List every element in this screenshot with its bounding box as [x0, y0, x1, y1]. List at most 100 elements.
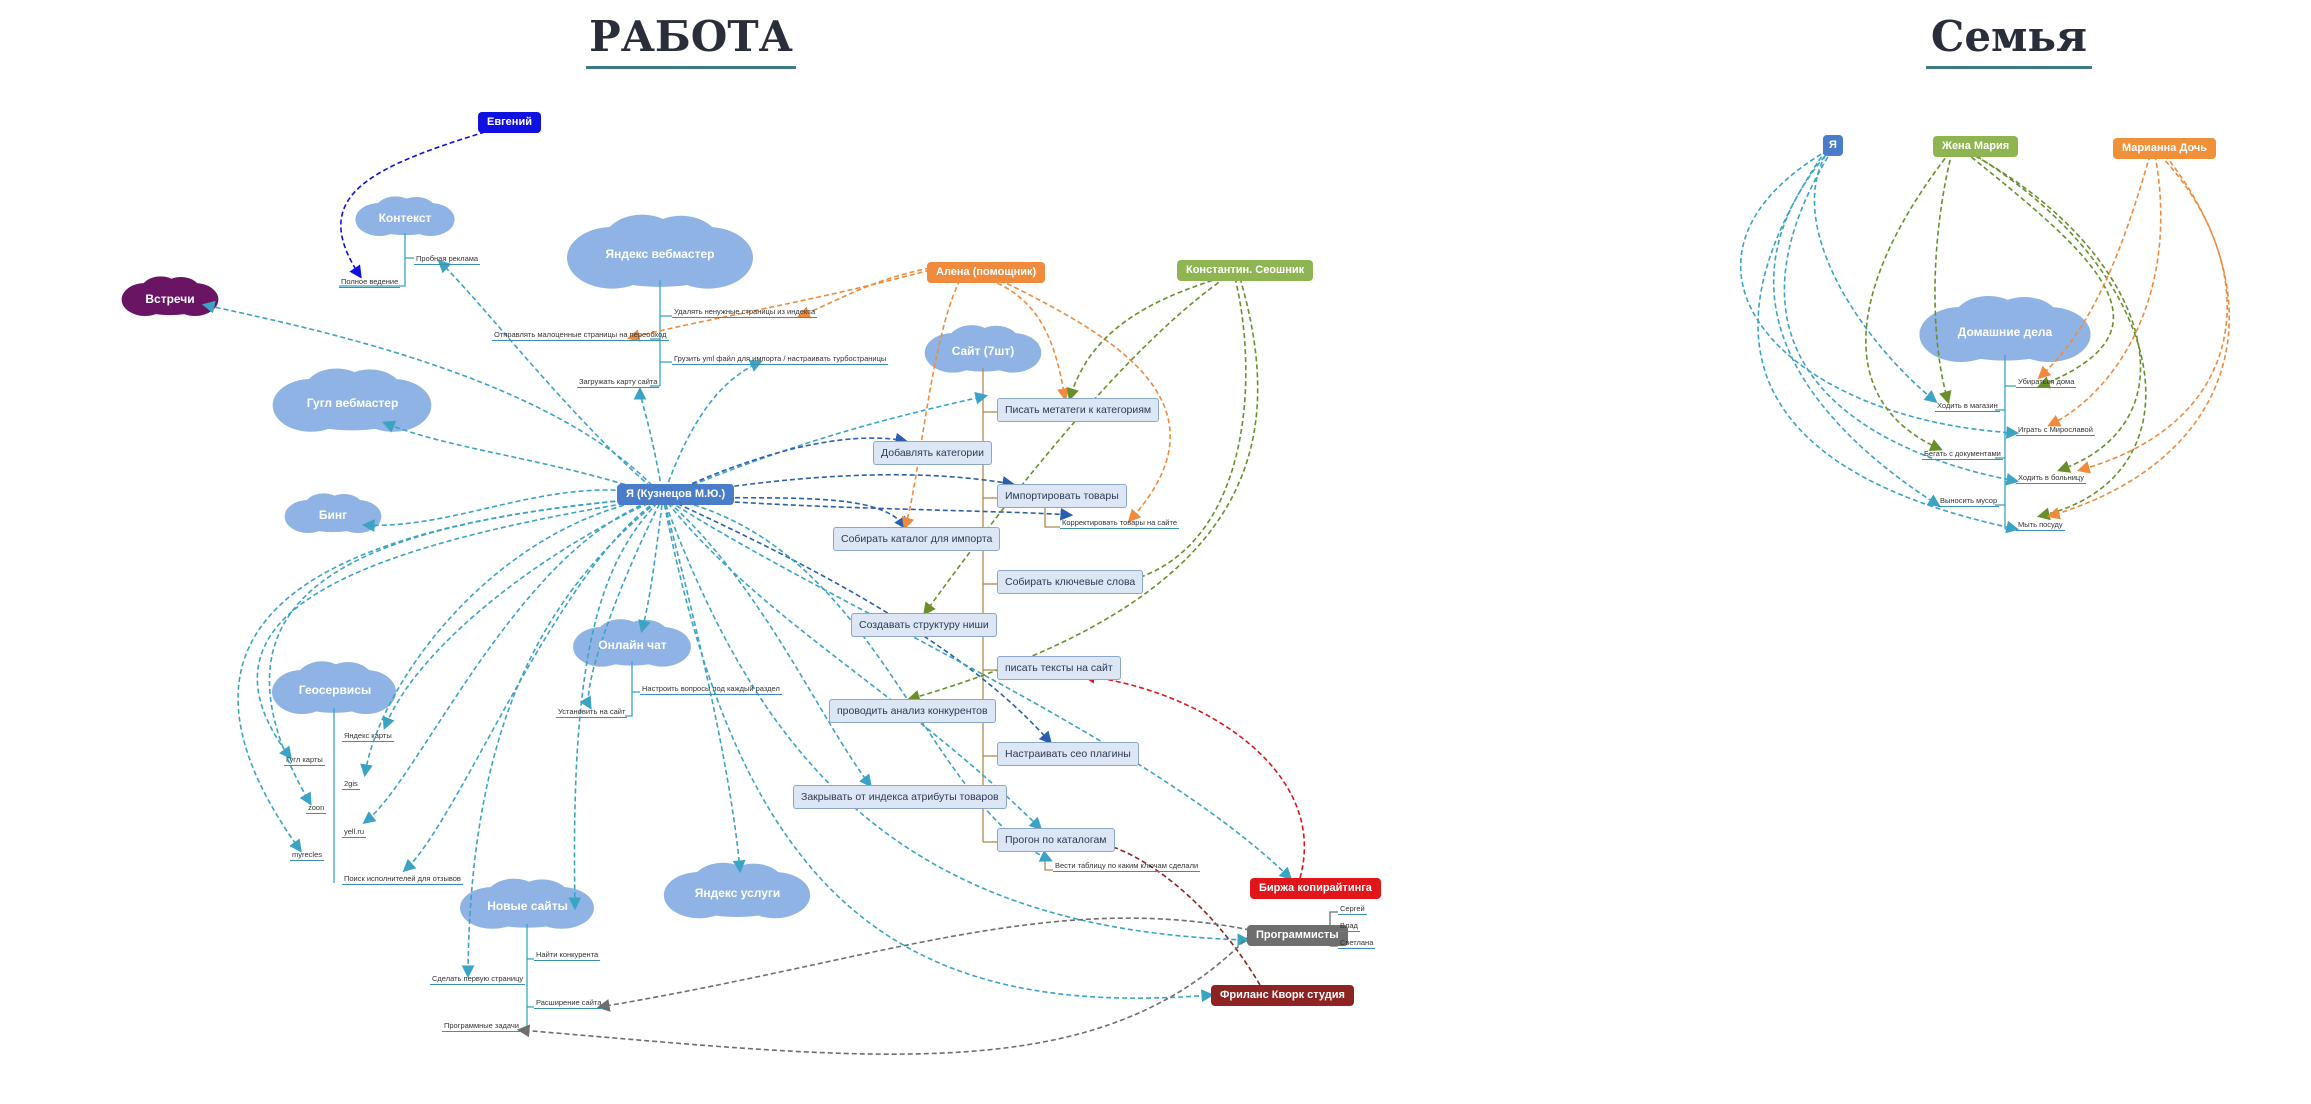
leaf-context-full[interactable]: Полное ведение	[339, 277, 401, 288]
link-me-birzha	[662, 496, 1293, 881]
link-fam-me-play	[1740, 149, 2020, 439]
link-alena-correct	[999, 279, 1171, 523]
task-import-products[interactable]: Импортировать товары	[997, 484, 1127, 508]
cloud-home-tasks[interactable]: Домашние дела	[1957, 325, 2053, 339]
leaf-context-trial[interactable]: Пробная реклама	[414, 254, 481, 265]
cloud-shape-online-chat	[573, 619, 691, 667]
link-alena-recrawl	[626, 269, 931, 342]
link-alena-catalog	[901, 279, 961, 531]
leaf-home-trash[interactable]: Выносить мусор	[1938, 496, 2000, 507]
link-konst-analysis	[906, 277, 1259, 703]
leaf-new-competitor[interactable]: Найти конкурента	[534, 950, 601, 961]
leaf-new-expand[interactable]: Расширение сайта	[534, 998, 604, 1009]
link-me-seo	[662, 496, 1053, 745]
task-keywords[interactable]: Собирать ключевые слова	[997, 570, 1144, 594]
leaf-new-first-page[interactable]: Сделать первую страницу	[430, 974, 526, 985]
link-fam-daughter-hospital	[2076, 154, 2228, 474]
link-me-add-categories	[662, 432, 909, 498]
leaf-home-clean[interactable]: Убираться дома	[2016, 377, 2077, 388]
link-fam-wife-dishes	[1969, 151, 2147, 521]
cloud-shape-google-webmaster	[272, 368, 432, 432]
leaf-home-dishes[interactable]: Мыть посуду	[2016, 520, 2065, 531]
node-evgeny[interactable]: Евгений	[478, 112, 541, 133]
link-fam-wife-clean	[1964, 151, 2115, 389]
link-fam-me-hospital	[1783, 149, 2020, 486]
link-konst-meta	[1066, 277, 1221, 402]
task-niche-structure[interactable]: Создавать структуру ниши	[851, 613, 997, 637]
cloud-geoservices[interactable]: Геосервисы	[298, 683, 372, 697]
node-wife[interactable]: Жена Мария	[1933, 136, 2019, 157]
leaf-home-play[interactable]: Играть с Мирославой	[2016, 425, 2095, 436]
task-hide-attributes[interactable]: Закрывать от индекса атрибуты товаров	[793, 785, 1007, 809]
cloud-site[interactable]: Сайт (7шт)	[951, 344, 1015, 358]
leaf-geo-google[interactable]: Гугл карты	[284, 755, 325, 766]
title-work-underline	[586, 66, 796, 69]
leaf-ywm-recrawl[interactable]: Отправлять малоценные страницы на переоб…	[492, 330, 669, 341]
link-fam-daughter-dishes	[2046, 154, 2231, 520]
leaf-programmer-sergey[interactable]: Сергей	[1338, 904, 1367, 915]
link-me-yell	[362, 496, 664, 824]
link-fam-wife-shop	[1934, 151, 1953, 405]
node-center-me[interactable]: Я (Кузнецов М.Ю.)	[617, 484, 735, 505]
leaf-home-shop[interactable]: Ходить в магазин	[1935, 401, 2000, 412]
cloud-bing[interactable]: Бинг	[318, 508, 348, 522]
leaf-chat-questions[interactable]: Настроить вопросы под каждый раздел	[640, 684, 782, 695]
leaf-site-correct-products[interactable]: Корректировать товары на сайте	[1060, 518, 1179, 529]
link-fam-me-shop	[1813, 147, 1938, 404]
task-add-categories[interactable]: Добавлять категории	[873, 441, 993, 465]
cloud-yandex-webmaster[interactable]: Яндекс вебмастер	[605, 247, 715, 261]
node-freelance[interactable]: Фриланс Кворк студия	[1211, 985, 1354, 1006]
link-me-reviewers	[402, 496, 664, 873]
link-me-yml	[662, 360, 763, 498]
trunk-chat	[625, 661, 633, 717]
cloud-yandex-services[interactable]: Яндекс услуги	[694, 886, 781, 900]
trunk-site-leaf-b	[1044, 849, 1053, 871]
leaf-geo-reviewers[interactable]: Поиск исполнителей для отзывов	[342, 874, 463, 885]
node-daughter[interactable]: Марианна Дочь	[2113, 138, 2217, 159]
title-family-underline	[1926, 66, 2092, 69]
cloud-shape-yandex-services	[663, 862, 811, 919]
link-fam-me-trash	[1772, 149, 1941, 507]
task-meta-tags[interactable]: Писать метатеги к категориям	[997, 398, 1160, 422]
node-konstantin[interactable]: Константин. Сеошник	[1177, 260, 1314, 281]
link-konst-keywords	[1111, 277, 1247, 589]
cloud-meetings[interactable]: Встречи	[145, 292, 195, 306]
node-alena[interactable]: Алена (помощник)	[927, 262, 1046, 283]
cloud-google-webmaster[interactable]: Гугл вебмастер	[306, 396, 399, 410]
link-me-first-page	[461, 496, 664, 979]
leaf-home-documents[interactable]: Бегать с документами	[1922, 449, 2003, 460]
cloud-context[interactable]: Контекст	[378, 211, 432, 225]
leaf-geo-2gis[interactable]: 2gis	[342, 779, 360, 790]
node-family-me[interactable]: Я	[1823, 135, 1843, 156]
leaf-geo-yandex[interactable]: Яндекс карты	[342, 731, 394, 742]
node-birzha[interactable]: Биржа копирайтинга	[1250, 878, 1381, 899]
task-competitor-analysis[interactable]: проводить анализ конкурентов	[829, 699, 996, 723]
cloud-new-sites[interactable]: Новые сайты	[487, 899, 568, 913]
leaf-geo-zoon[interactable]: zoon	[306, 803, 327, 814]
leaf-site-keys-table[interactable]: Вести таблицу по каким ключам сделали	[1053, 861, 1201, 872]
task-seo-plugins[interactable]: Настраивать сео плагины	[997, 742, 1139, 766]
task-catalog-import[interactable]: Собирать каталог для импорта	[833, 527, 1001, 551]
node-programmers[interactable]: Программисты	[1247, 925, 1348, 946]
leaf-geo-myrecles[interactable]: myrecles	[290, 850, 325, 861]
link-alena-meta	[989, 279, 1070, 402]
leaf-new-program-tasks[interactable]: Программные задачи	[442, 1021, 521, 1032]
link-fam-wife-documents	[1865, 151, 1951, 451]
leaf-programmer-vlad[interactable]: Влад	[1338, 921, 1360, 932]
leaf-ywm-yml[interactable]: Грузить yml файл для импорта / настраива…	[672, 354, 889, 365]
title-work: РАБОТА	[589, 12, 793, 61]
leaf-chat-install[interactable]: Установить на сайт	[556, 707, 628, 718]
trunk-context-1	[339, 233, 406, 287]
leaf-programmer-svetlana[interactable]: Светлана	[1338, 938, 1376, 949]
cloud-online-chat[interactable]: Онлайн чат	[598, 638, 667, 652]
link-me-hide	[662, 496, 872, 788]
leaf-home-hospital[interactable]: Ходить в больницу	[2016, 473, 2086, 484]
leaf-ywm-remove[interactable]: Удалять ненужные страницы из индекса	[672, 307, 818, 318]
task-catalog-run[interactable]: Прогон по каталогам	[997, 828, 1115, 852]
task-write-texts[interactable]: писать тексты на сайт	[997, 656, 1121, 680]
leaf-ywm-sitemap[interactable]: Загружать карту сайта	[577, 377, 660, 388]
leaf-geo-yell[interactable]: yell.ru	[342, 827, 367, 838]
link-fam-daughter-clean	[2037, 154, 2151, 380]
link-me-programmers	[662, 496, 1251, 947]
